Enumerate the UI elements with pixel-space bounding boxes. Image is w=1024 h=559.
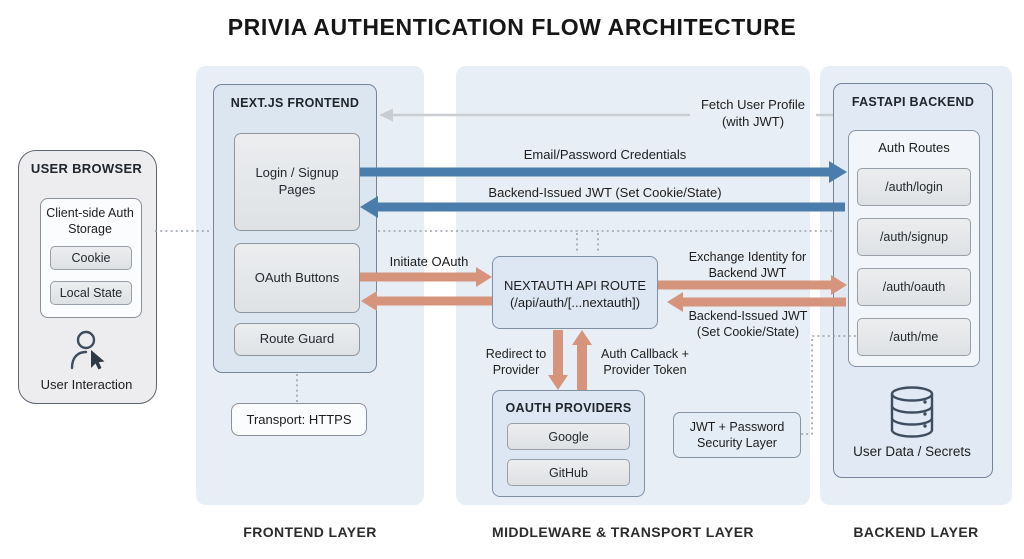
login-signup-pages-node: Login / Signup Pages: [234, 133, 360, 231]
user-data-secrets-label: User Data / Secrets: [853, 444, 971, 459]
nextjs-frontend-title: NEXT.JS FRONTEND: [230, 96, 360, 110]
redirect-provider-label: Redirect to Provider: [485, 347, 547, 377]
user-interaction-label: User Interaction: [40, 377, 133, 392]
route-guard-node: Route Guard: [234, 323, 360, 356]
local-state-chip: Local State: [50, 281, 132, 305]
oauth-buttons-node: OAuth Buttons: [234, 243, 360, 313]
frontend-layer-label: FRONTEND LAYER: [243, 524, 377, 540]
transport-https-node: Transport: HTTPS: [231, 403, 367, 436]
middleware-layer-label: MIDDLEWARE & TRANSPORT LAYER: [492, 524, 754, 540]
route-auth-login: /auth/login: [857, 168, 971, 206]
nextauth-subtitle: (/api/auth/[...nextauth]): [509, 295, 641, 311]
provider-google-chip: Google: [507, 423, 630, 450]
auth-routes-title: Auth Routes: [878, 140, 950, 155]
backend-layer-label: BACKEND LAYER: [853, 524, 979, 540]
route-auth-oauth: /auth/oauth: [857, 268, 971, 306]
user-browser-title: USER BROWSER: [30, 161, 143, 176]
backend-jwt-blue-label: Backend-Issued JWT (Set Cookie/State): [488, 185, 722, 200]
cookie-chip: Cookie: [50, 246, 132, 270]
initiate-oauth-label: Initiate OAuth: [389, 254, 469, 269]
oauth-providers-title: OAUTH PROVIDERS: [505, 401, 632, 415]
route-auth-me: /auth/me: [857, 318, 971, 356]
route-auth-signup: /auth/signup: [857, 218, 971, 256]
page-title: PRIVIA AUTHENTICATION FLOW ARCHITECTURE: [227, 14, 797, 40]
exchange-identity-label: Exchange Identity for Backend JWT: [688, 250, 807, 280]
nextauth-api-route-label: NEXTAUTH API ROUTE (/api/auth/[...nextau…: [492, 277, 658, 311]
provider-github-chip: GitHub: [507, 459, 630, 486]
backend-jwt-orange-label: Backend-Issued JWT (Set Cookie/State): [688, 309, 808, 339]
jwt-security-layer-box: JWT + Password Security Layer: [673, 412, 801, 458]
nextauth-api-route-box: [492, 256, 658, 329]
nextauth-title: NEXTAUTH API ROUTE: [503, 278, 647, 293]
client-auth-storage-label: Client-side Auth Storage: [46, 206, 134, 237]
email-credentials-label: Email/Password Credentials: [523, 147, 687, 162]
auth-callback-label: Auth Callback + Provider Token: [601, 347, 689, 377]
fastapi-backend-title: FASTAPI BACKEND: [851, 95, 975, 109]
fetch-profile-label: Fetch User Profile (with JWT): [700, 97, 806, 129]
